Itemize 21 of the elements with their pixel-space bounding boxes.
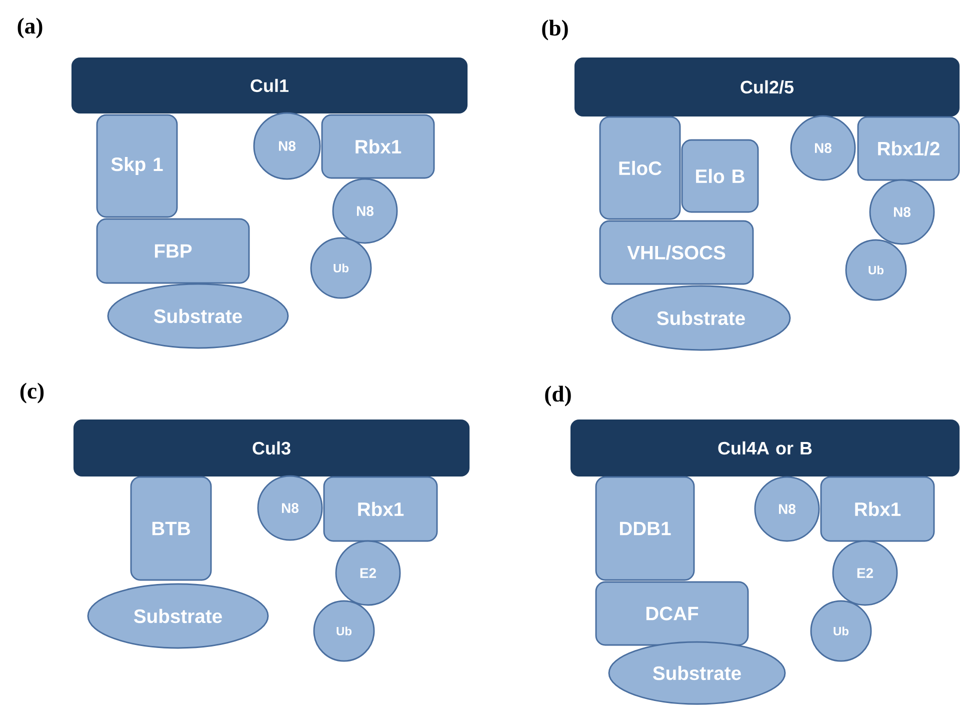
protein-box: Rbx1/2 <box>857 116 960 181</box>
protein-box: DDB1 <box>595 476 695 581</box>
protein-box: VHL/SOCS <box>599 220 754 285</box>
protein-box: BTB <box>130 476 212 581</box>
protein-box: Elo B <box>681 139 759 213</box>
protein-box: Rbx1 <box>820 476 935 542</box>
protein-box: Rbx1 <box>323 476 438 542</box>
protein-box: EloC <box>599 116 681 220</box>
protein-bar: Cul3 <box>73 419 470 477</box>
protein-bar: Cul1 <box>71 57 468 114</box>
protein-box: DCAF <box>595 581 749 646</box>
protein-box: FBP <box>96 218 250 284</box>
protein-box: Skp 1 <box>96 114 178 218</box>
node-label: Substrate <box>652 666 741 680</box>
protein-box: Rbx1 <box>321 114 435 179</box>
panel-label: (d) <box>545 386 571 406</box>
panel-label: (c) <box>20 382 44 404</box>
protein-bar: Cul2/5 <box>574 57 960 117</box>
panel-label: (a) <box>18 18 42 38</box>
protein-bar: Cul4A or B <box>570 419 960 477</box>
panel-label: (b) <box>542 20 568 40</box>
